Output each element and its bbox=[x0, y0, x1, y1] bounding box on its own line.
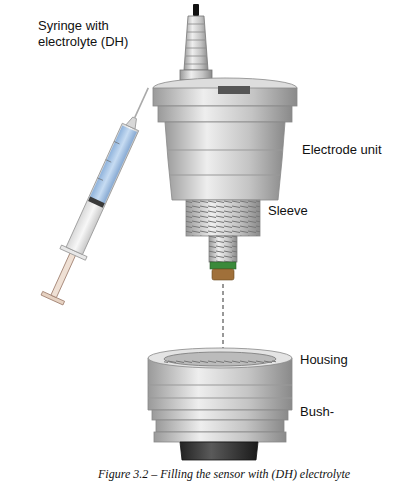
part-label: Sleeve bbox=[268, 203, 348, 219]
syringe bbox=[39, 82, 161, 306]
part-label: Bush- bbox=[300, 404, 390, 420]
figure-caption: Figure 3.2 – Filling the sensor with (DH… bbox=[98, 467, 350, 482]
part-label: Housing bbox=[300, 352, 390, 368]
syringe-label: Syringe with electrolyte (DH) bbox=[38, 18, 150, 50]
part-label: Electrode unit bbox=[302, 142, 392, 158]
